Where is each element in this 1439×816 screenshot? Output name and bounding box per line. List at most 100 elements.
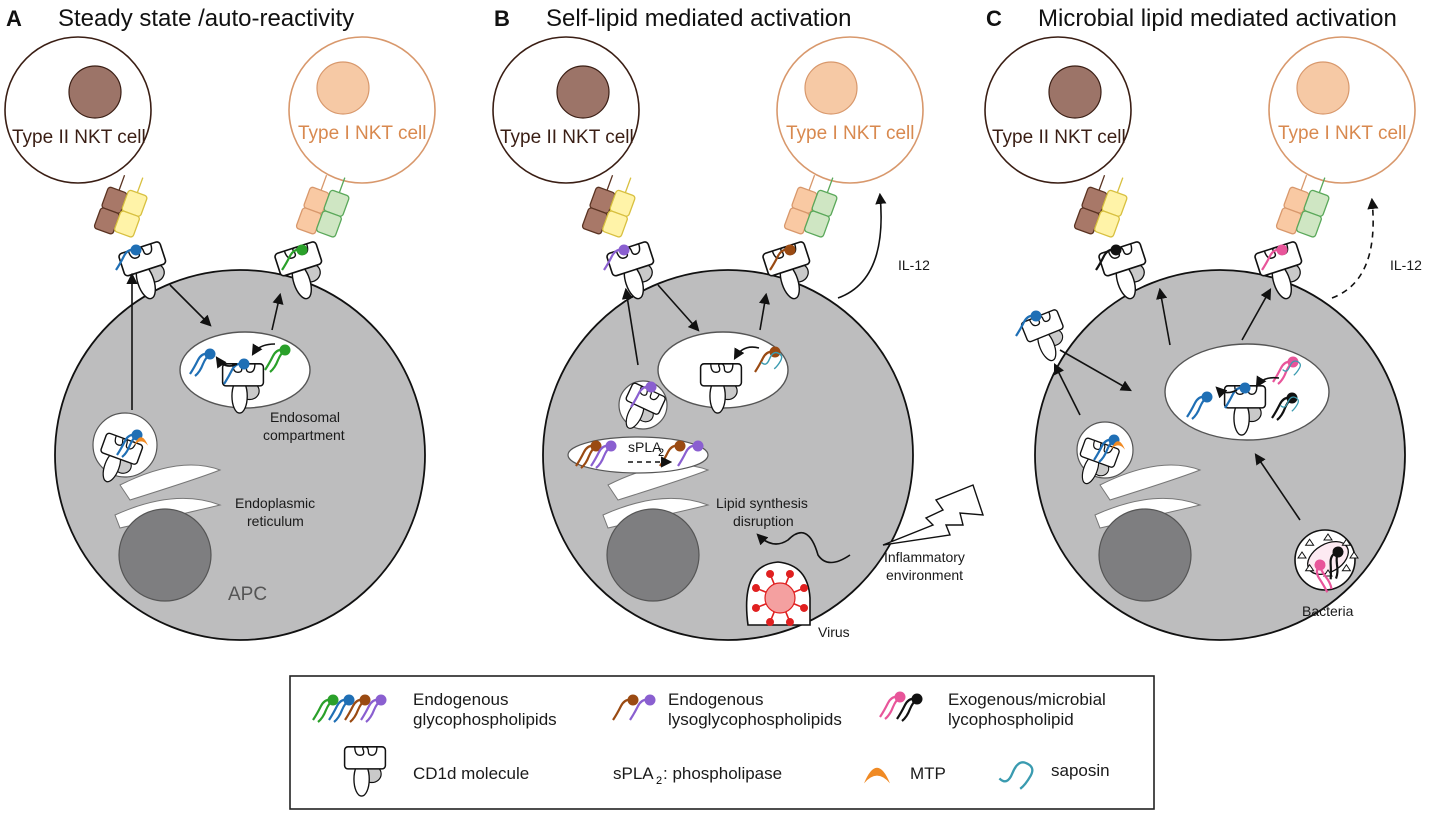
endosomal-compartment bbox=[179, 331, 311, 414]
exchange-arrow bbox=[1215, 386, 1238, 399]
presented-lipid-left bbox=[603, 244, 630, 271]
legend-label: saposin bbox=[1051, 761, 1110, 780]
cell-label: Type I NKT cell bbox=[1278, 123, 1406, 144]
exchange-arrow bbox=[215, 356, 238, 369]
legend-box: EndogenousglycophospholipidsEndogenously… bbox=[289, 675, 1155, 810]
presented-lipid-left bbox=[1095, 244, 1122, 271]
tcr-type-i bbox=[295, 174, 350, 238]
type-ii-nkt-cell: Type II NKT cell bbox=[984, 36, 1132, 184]
cell-membrane bbox=[776, 36, 924, 184]
lipid-loaded bbox=[223, 358, 250, 385]
type-i-nkt-cell: Type I NKT cell bbox=[288, 36, 436, 184]
internalize-arrow bbox=[169, 284, 212, 327]
lipid-blue bbox=[189, 348, 216, 377]
endogenous-lysoglycophospholipids-icon bbox=[629, 694, 656, 721]
endogenous-glycophospholipids-icon bbox=[344, 694, 371, 723]
exchange-arrow bbox=[1255, 375, 1280, 388]
apc-label: APC bbox=[228, 584, 267, 605]
presented-lipid-left bbox=[115, 244, 142, 271]
apc-cell bbox=[542, 269, 914, 641]
panel-letter: B bbox=[494, 6, 510, 31]
recycle-arrow bbox=[1156, 287, 1171, 346]
il12-label: IL-12 bbox=[898, 257, 930, 273]
nucleus bbox=[1048, 65, 1102, 119]
legend-label: MTP bbox=[910, 764, 946, 783]
legend-label: sPLA bbox=[613, 764, 654, 783]
export-arrow bbox=[621, 287, 639, 366]
er-vesicle bbox=[1070, 421, 1134, 492]
type-ii-nkt-cell: Type II NKT cell bbox=[492, 36, 640, 184]
bacteria-icon bbox=[1294, 529, 1359, 593]
recycle-arrow bbox=[1241, 288, 1272, 341]
mtp-icon bbox=[134, 437, 148, 446]
type-i-nkt-cell: Type I NKT cell bbox=[776, 36, 924, 184]
apc-nucleus bbox=[118, 508, 212, 602]
cell-label: Type I NKT cell bbox=[786, 123, 914, 144]
endogenous-glycophospholipids-icon bbox=[312, 694, 339, 723]
lightning-icon bbox=[882, 484, 985, 546]
endosomal-compartment bbox=[1164, 343, 1330, 441]
cell-label: Type I NKT cell bbox=[298, 123, 426, 144]
er-label: Endoplasmic bbox=[235, 495, 315, 511]
endogenous-glycophospholipids-icon bbox=[328, 694, 355, 723]
nucleus bbox=[1296, 61, 1350, 115]
legend-label: Exogenous/microbial bbox=[948, 690, 1106, 709]
saposin-icon bbox=[1280, 396, 1299, 412]
mtp-icon bbox=[1111, 441, 1125, 450]
saposin-icon bbox=[998, 761, 1034, 790]
endogenous-lysoglycophospholipids-icon bbox=[612, 694, 639, 721]
recycle-arrow bbox=[271, 292, 284, 331]
cell-membrane bbox=[1268, 36, 1416, 184]
exchange-arrow bbox=[251, 343, 276, 356]
export-arrow bbox=[1053, 362, 1081, 416]
legend-label: : phospholipase bbox=[663, 764, 782, 783]
lipid-purple bbox=[590, 440, 617, 469]
tcr-type-ii bbox=[581, 174, 636, 238]
panel-letter: C bbox=[986, 6, 1002, 31]
exogenous-microbial-lipid-icon bbox=[896, 693, 923, 722]
il12-arrow bbox=[837, 192, 887, 299]
apc-cell bbox=[54, 269, 426, 641]
presented-lipid-right bbox=[1261, 244, 1288, 271]
nucleus bbox=[68, 65, 122, 119]
nucleus bbox=[804, 61, 858, 115]
tcr-type-i bbox=[783, 174, 838, 238]
panel-title: Self-lipid mediated activation bbox=[546, 5, 852, 32]
virus-icon bbox=[745, 561, 811, 627]
saposin-icon bbox=[760, 351, 783, 370]
endosome-label: compartment bbox=[263, 427, 345, 443]
apc-nucleus bbox=[606, 508, 700, 602]
lipid-green bbox=[264, 344, 291, 373]
type-i-nkt-cell: Type I NKT cell bbox=[1268, 36, 1416, 184]
spla2-subscript: 2 bbox=[658, 447, 664, 459]
er-label: reticulum bbox=[247, 513, 304, 529]
er-vesicle bbox=[90, 412, 158, 490]
lipid-pink bbox=[1314, 559, 1333, 593]
apc-nucleus bbox=[1098, 508, 1192, 602]
il12-arrow bbox=[1331, 197, 1379, 299]
type-ii-nkt-cell: Type II NKT cell bbox=[4, 36, 152, 184]
internalize-arrow bbox=[657, 284, 700, 332]
cell-label: Type II NKT cell bbox=[12, 127, 146, 148]
lipid-blue bbox=[1015, 310, 1042, 337]
lipid-loaded bbox=[1224, 382, 1251, 409]
lipid-purple-lyso bbox=[677, 440, 704, 467]
saposin-icon bbox=[1282, 360, 1301, 376]
tcr-type-ii bbox=[93, 174, 148, 238]
exchange-arrow bbox=[733, 346, 760, 360]
presented-lipid-right bbox=[281, 244, 308, 271]
cell-label: Type II NKT cell bbox=[992, 127, 1126, 148]
legend-label: lysoglycophospholipids bbox=[668, 710, 842, 729]
spla2-label: sPLA bbox=[628, 439, 662, 455]
nucleus bbox=[316, 61, 370, 115]
virus-label: Virus bbox=[818, 624, 850, 640]
mtp-icon bbox=[864, 767, 890, 784]
exogenous-microbial-lipid-icon bbox=[879, 691, 906, 720]
lipid-purple bbox=[630, 381, 657, 408]
